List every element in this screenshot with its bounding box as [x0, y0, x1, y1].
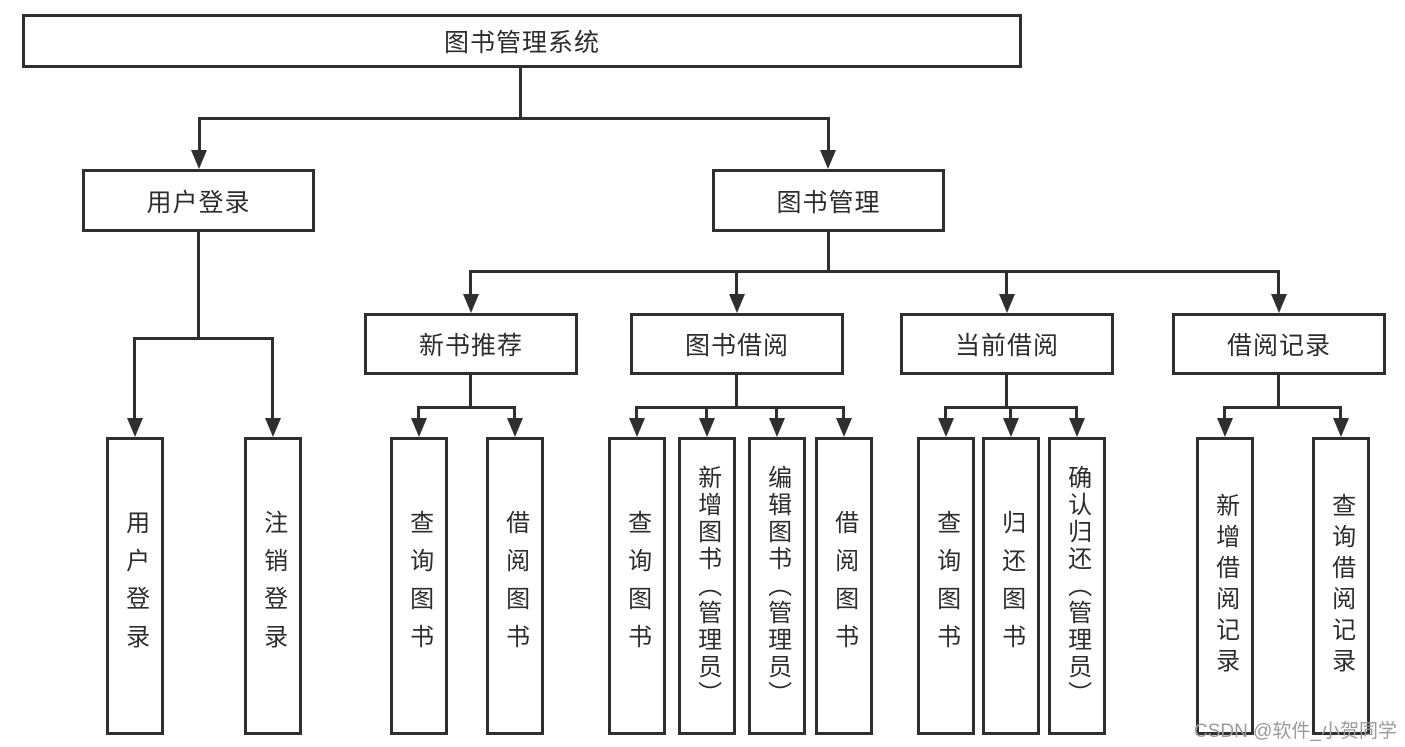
connector-line — [842, 406, 845, 420]
leaf-add-borrow-record: 新增借阅记录 — [1196, 437, 1254, 735]
connector-line — [827, 232, 830, 270]
node-label: 图书管理系统 — [443, 29, 600, 57]
arrowhead-down-icon — [999, 294, 1015, 313]
node-label: 查询图书 — [932, 510, 960, 662]
node-root-library-system: 图书管理系统 — [22, 14, 1022, 68]
arrowhead-down-icon — [629, 418, 645, 437]
leaf-query-books-recommend: 查询图书 — [390, 437, 448, 735]
connector-line — [1005, 270, 1008, 296]
leaf-confirm-return-admin: 确认归还（管理员） — [1048, 437, 1106, 735]
csdn-watermark: CSDN @软件_小贺同学 — [1194, 721, 1397, 742]
connector-line — [519, 68, 522, 117]
connector-line — [635, 406, 638, 420]
connector-line — [1005, 375, 1008, 406]
node-label: 查询借阅记录 — [1327, 493, 1355, 679]
connector-line — [1277, 375, 1280, 406]
connector-line — [469, 270, 1280, 273]
leaf-logout: 注销登录 — [244, 437, 302, 735]
node-label: 借阅图书 — [501, 510, 529, 662]
arrowhead-down-icon — [1333, 418, 1349, 437]
connector-line — [1223, 406, 1226, 420]
node-label: 归还图书 — [997, 510, 1025, 662]
connector-line — [271, 337, 274, 420]
leaf-query-books-current: 查询图书 — [917, 437, 975, 735]
arrowhead-down-icon — [1003, 418, 1019, 437]
node-label: 查询图书 — [405, 510, 433, 662]
leaf-add-books-admin: 新增图书（管理员） — [678, 437, 736, 735]
node-label: 用户登录 — [146, 188, 251, 217]
node-label: 当前借阅 — [954, 332, 1059, 360]
node-label: 确认归还（管理员） — [1063, 464, 1091, 708]
connector-line — [133, 337, 136, 420]
node-label: 借阅记录 — [1226, 332, 1331, 360]
connector-line — [197, 232, 200, 337]
node-label: 查询图书 — [623, 510, 651, 662]
arrowhead-down-icon — [265, 418, 281, 437]
node-label: 新书推荐 — [418, 332, 523, 360]
leaf-borrow-books: 借阅图书 — [815, 437, 873, 735]
node-label: 注销登录 — [259, 510, 287, 662]
leaf-return-books: 归还图书 — [982, 437, 1040, 735]
node-label: 新增借阅记录 — [1211, 493, 1239, 679]
node-book-management: 图书管理 — [712, 169, 945, 232]
arrowhead-down-icon — [191, 150, 207, 169]
arrowhead-down-icon — [729, 294, 745, 313]
leaf-edit-books-admin: 编辑图书（管理员） — [748, 437, 806, 735]
arrowhead-down-icon — [127, 418, 143, 437]
connector-line — [133, 337, 274, 340]
node-label: 用户登录 — [121, 510, 149, 662]
connector-line — [1277, 270, 1280, 296]
arrowhead-down-icon — [411, 418, 427, 437]
connector-line — [513, 406, 516, 420]
leaf-borrow-books-recommend: 借阅图书 — [486, 437, 544, 735]
leaf-query-books: 查询图书 — [608, 437, 666, 735]
arrowhead-down-icon — [769, 418, 785, 437]
connector-line — [944, 406, 947, 420]
connector-line — [1009, 406, 1012, 420]
connector-line — [469, 375, 472, 406]
node-label: 新增图书（管理员） — [693, 464, 721, 708]
leaf-user-login: 用户登录 — [106, 437, 164, 735]
connector-line — [1339, 406, 1342, 420]
connector-line — [417, 406, 516, 409]
arrowhead-down-icon — [836, 418, 852, 437]
arrowhead-down-icon — [938, 418, 954, 437]
connector-line — [198, 117, 830, 120]
connector-line — [775, 406, 778, 420]
leaf-query-borrow-record: 查询借阅记录 — [1312, 437, 1370, 735]
node-label: 编辑图书（管理员） — [763, 464, 791, 708]
node-current-borrowing: 当前借阅 — [900, 313, 1114, 375]
node-label: 图书借阅 — [684, 332, 789, 360]
arrowhead-down-icon — [1217, 418, 1233, 437]
connector-line — [827, 117, 830, 153]
connector-line — [705, 406, 708, 420]
arrowhead-down-icon — [1271, 294, 1287, 313]
node-label: 图书管理 — [776, 188, 881, 217]
node-user-login: 用户登录 — [82, 169, 315, 232]
connector-line — [635, 406, 845, 409]
arrowhead-down-icon — [463, 294, 479, 313]
arrowhead-down-icon — [699, 418, 715, 437]
node-label: 借阅图书 — [830, 510, 858, 662]
node-borrowing-records: 借阅记录 — [1172, 313, 1386, 375]
connector-line — [1075, 406, 1078, 420]
connector-line — [198, 117, 201, 153]
arrowhead-down-icon — [507, 418, 523, 437]
node-new-book-recommend: 新书推荐 — [364, 313, 578, 375]
connector-line — [735, 375, 738, 406]
arrowhead-down-icon — [820, 150, 836, 169]
connector-line — [417, 406, 420, 420]
node-book-borrowing: 图书借阅 — [630, 313, 844, 375]
connector-line — [1223, 406, 1342, 409]
connector-line — [469, 270, 472, 296]
arrowhead-down-icon — [1069, 418, 1085, 437]
connector-line — [735, 270, 738, 296]
